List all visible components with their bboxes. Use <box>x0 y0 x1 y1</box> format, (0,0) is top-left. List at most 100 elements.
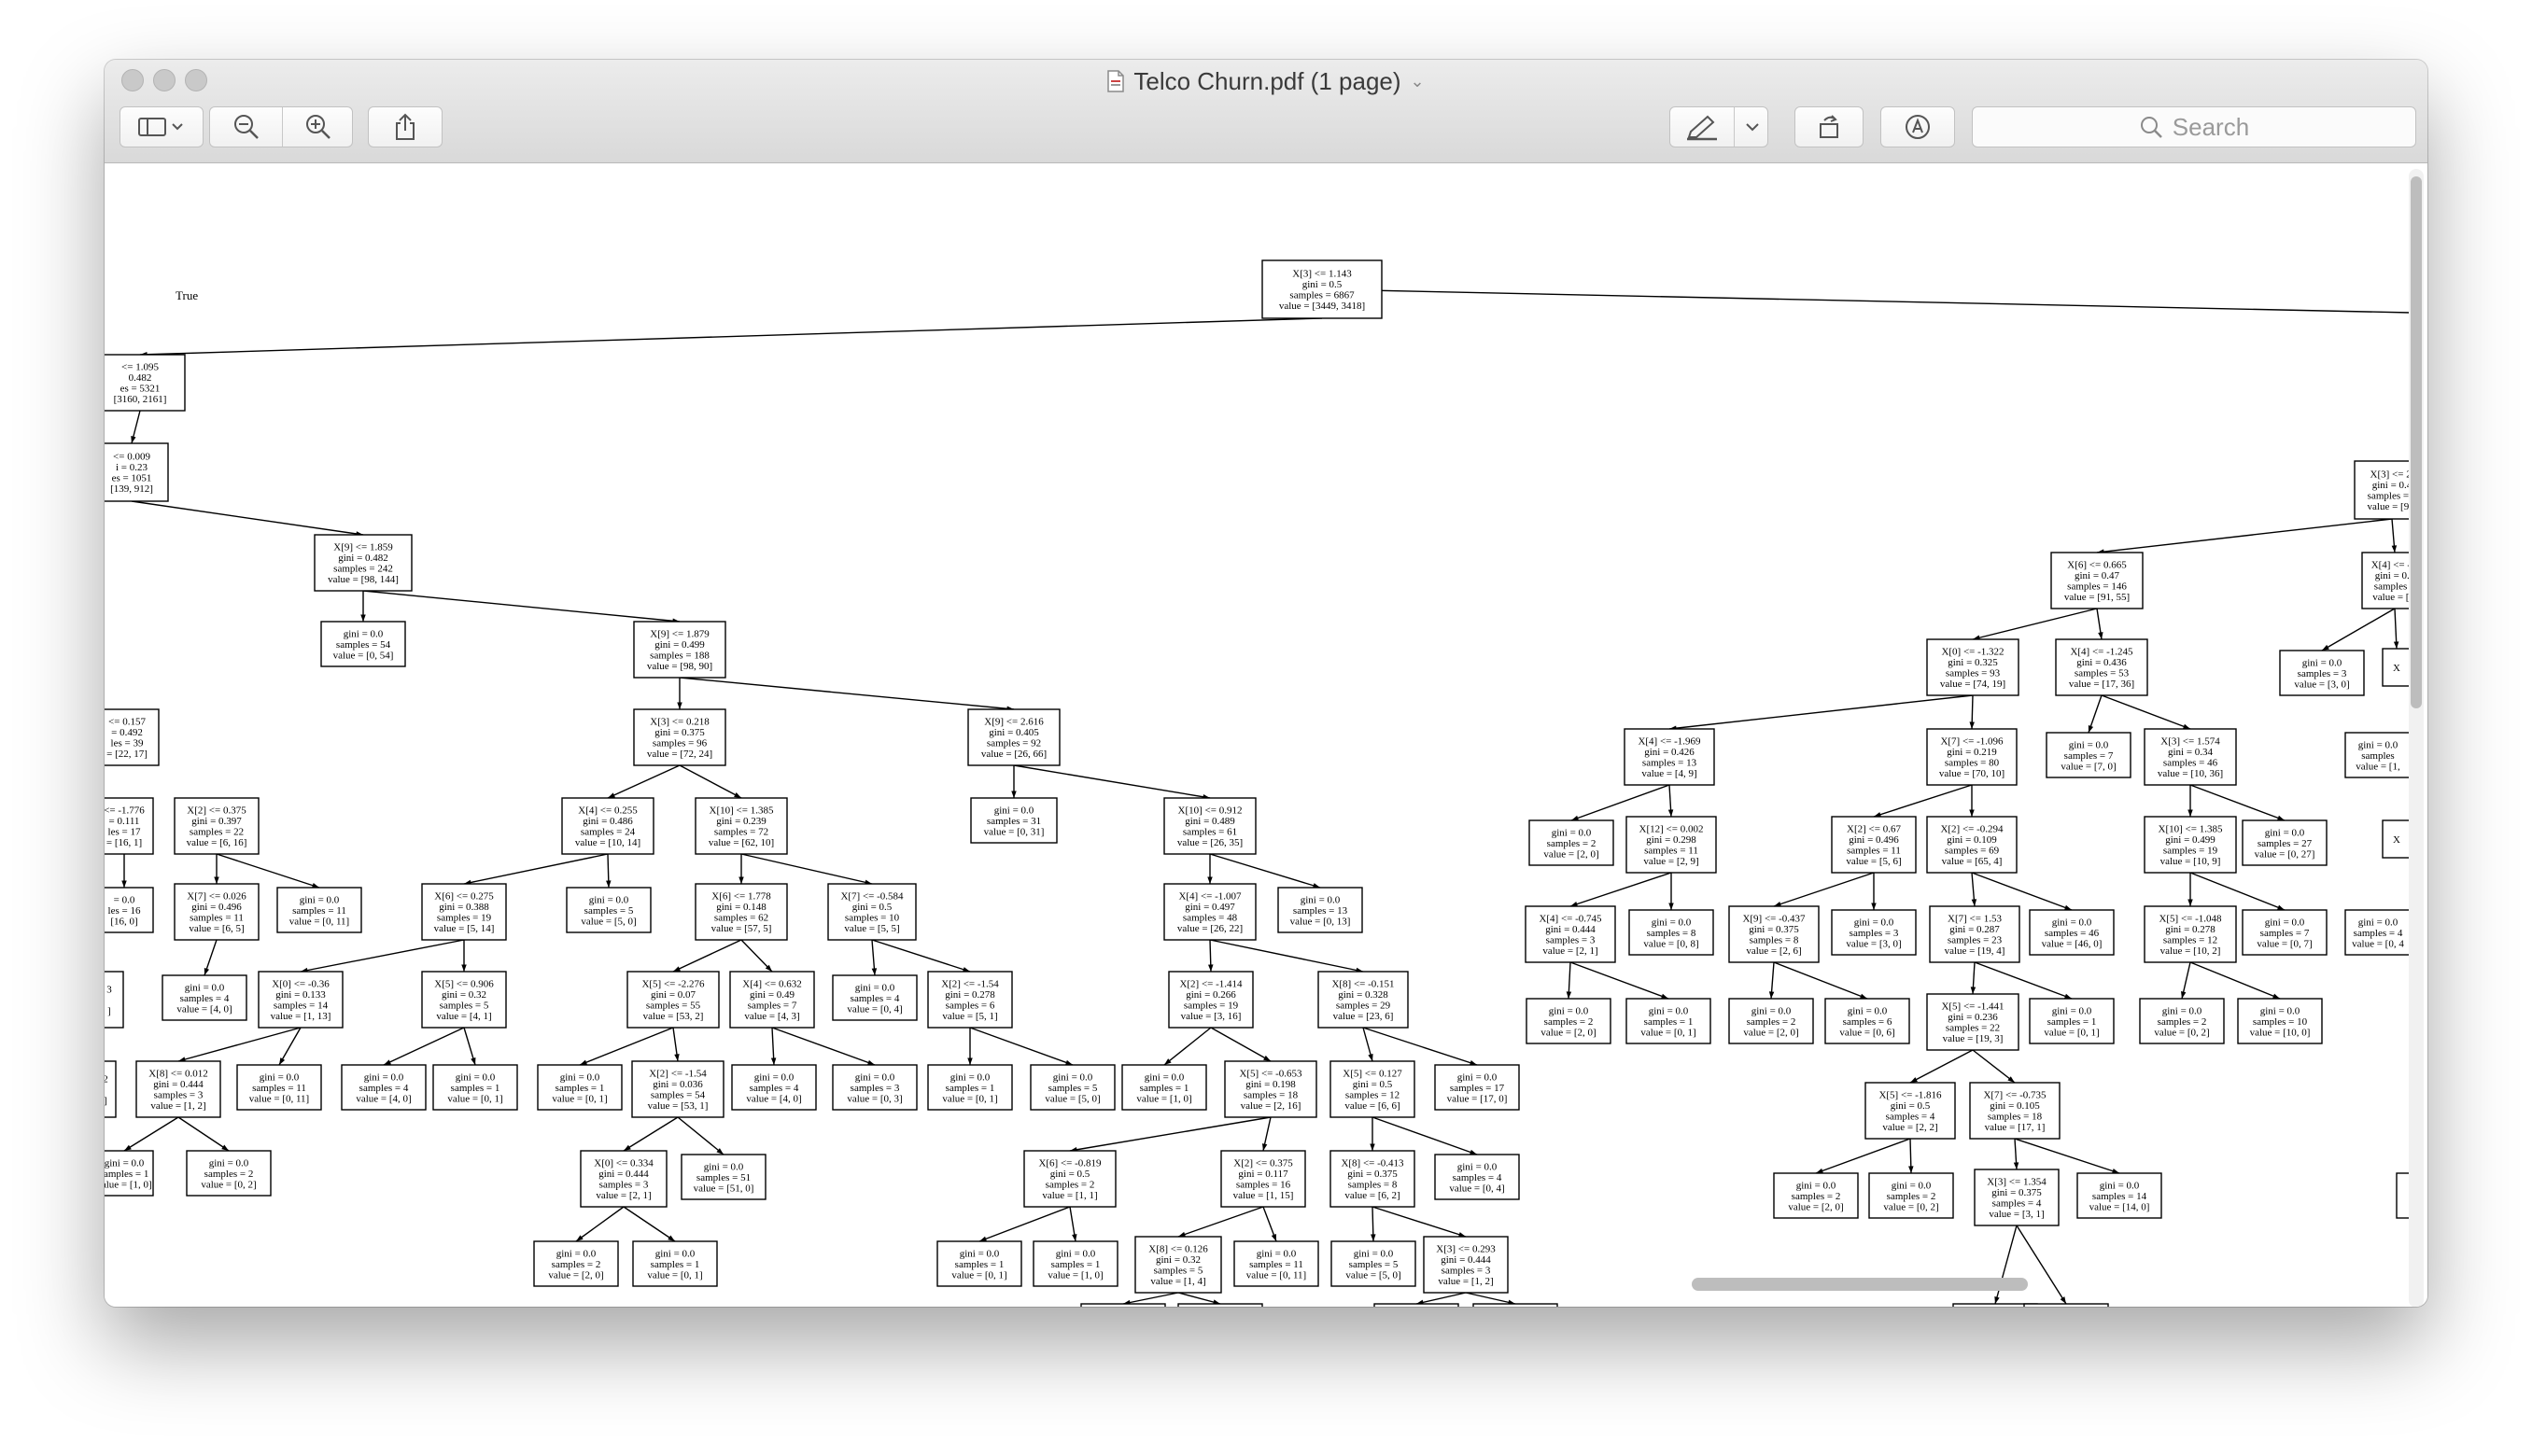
tree-node-text: samples = 4 <box>1886 1112 1935 1123</box>
tree-edge <box>623 1206 676 1242</box>
tree-node-box <box>1330 1240 1416 1287</box>
tree-node-text: samples = 19 <box>2163 846 2218 857</box>
tree-node-text: X[2] <= 0.375 <box>187 805 246 817</box>
tree-node-text: gini = 0.0 <box>2265 917 2305 928</box>
tree-node-text: X[5] <= -1.441 <box>1941 1001 2004 1013</box>
tree-node-box <box>2046 732 2131 778</box>
tree-node-box <box>105 354 186 412</box>
rotate-icon <box>1820 115 1838 138</box>
tree-node-text: gini = 0.0 <box>950 1071 991 1083</box>
window-title-area[interactable]: Telco Churn.pdf (1 page) ⌄ <box>105 65 2427 97</box>
tree-node-text: gini = 0.0 <box>2052 917 2092 928</box>
edge-arrowhead <box>770 1057 777 1065</box>
tree-node-text: value = [98, 90] <box>647 661 712 672</box>
tree-node-text: gini = 0.0 <box>2265 827 2305 838</box>
edge-arrowhead <box>1263 1055 1271 1061</box>
tree-node-text: value = [17, 36] <box>2069 679 2134 690</box>
tree-node-text: value = [62, 10] <box>709 837 774 848</box>
tree-node-box <box>631 1060 724 1118</box>
edge-arrowhead <box>1971 899 1977 906</box>
tree-edge <box>2096 518 2393 553</box>
tree-node-text: X[2] <= 0.375 <box>1233 1158 1293 1169</box>
title-bar: Telco Churn.pdf (1 page) ⌄ <box>105 60 2427 163</box>
vertical-scroll-thumb[interactable] <box>2411 176 2422 708</box>
tree-node-text: gini = 0.436 <box>2076 657 2127 668</box>
tree-node-box <box>162 974 247 1021</box>
tree-node-text: value = [2, 1] <box>596 1190 651 1201</box>
tree-node-text: value = [0, 4] <box>847 1003 902 1015</box>
rotate-button[interactable] <box>1794 106 1864 147</box>
tree-node-text: gini = 0.496 <box>1849 834 1899 846</box>
tree-edge <box>383 1027 465 1066</box>
tree-node-text: value = [65, 4] <box>1942 856 2003 867</box>
edge-arrowhead <box>221 1144 229 1151</box>
highlight-button[interactable] <box>1670 107 1734 147</box>
tree-edge <box>1815 1138 1911 1174</box>
tree-node-text: samples = 1 <box>105 1169 148 1180</box>
edge-arrowhead <box>1571 815 1579 821</box>
tree-node-text: value = [2, 1] <box>1542 945 1597 957</box>
markup-toolbar-button[interactable] <box>1880 106 1955 147</box>
tree-node-text: value = [91, 55] <box>2064 592 2130 603</box>
tree-node-text: value = [1, 2] <box>150 1100 205 1112</box>
tree-node-text: samples = 7 <box>748 1001 797 1012</box>
tree-node-text: gini = 0.5 <box>1302 279 1343 290</box>
tree-node-text: value = [1, 0] <box>105 1179 152 1190</box>
tree-node-text: [16, 0] <box>110 916 137 927</box>
edge-arrowhead <box>2088 725 2094 733</box>
close-window-button[interactable] <box>121 69 144 91</box>
edge-arrowhead <box>1370 1143 1375 1151</box>
tree-node-text: samples = 51 <box>696 1172 751 1183</box>
edge-arrowhead <box>1065 1059 1073 1066</box>
tree-node-text: = [16, 1] <box>106 837 142 848</box>
zoom-in-button[interactable] <box>283 107 354 147</box>
markup-dropdown-button[interactable] <box>1735 107 1769 147</box>
tree-node-box <box>1329 1060 1415 1118</box>
tree-node-box <box>1277 887 1363 933</box>
tree-node-box <box>236 1064 322 1111</box>
tree-node-text: value = [2, 0] <box>1743 1027 1798 1038</box>
minimize-window-button[interactable] <box>153 69 176 91</box>
horizontal-scroll-thumb[interactable] <box>1692 1278 2028 1291</box>
tree-node-text: gini = 0.298 <box>1646 834 1696 846</box>
edge-arrowhead <box>1470 1060 1477 1066</box>
tree-node-text: samples = 19 <box>1184 1001 1239 1012</box>
share-button[interactable] <box>368 106 443 147</box>
tree-node-text: X[9] <= 1.879 <box>650 629 710 640</box>
tree-node-text: value = [3, 0] <box>2294 679 2349 690</box>
markup-controls <box>1669 106 1768 147</box>
tree-node-text: = [22, 17] <box>106 749 148 760</box>
tree-node-text: value = [5, 0] <box>1045 1093 1100 1104</box>
edge-arrowhead <box>1994 1296 2000 1304</box>
tree-node-text: samples = 10 <box>845 913 900 924</box>
tree-node-text: gini = 0.489 <box>1185 816 1235 827</box>
tree-node-box <box>276 887 362 933</box>
tree-node-box <box>2050 552 2144 609</box>
search-icon <box>2140 117 2162 138</box>
edge-arrowhead <box>716 1148 724 1155</box>
tree-node-box <box>186 1150 272 1197</box>
tree-node-text: 3 <box>106 984 112 995</box>
edge-arrowhead <box>2322 644 2329 651</box>
zoom-out-button[interactable] <box>210 107 282 147</box>
zoom-window-button[interactable] <box>185 69 207 91</box>
tree-node-text: es = 5321 <box>120 384 161 395</box>
vertical-scrollbar[interactable] <box>2409 169 2424 1307</box>
tree-node-text: value = [6, 6] <box>1344 1100 1400 1112</box>
edge-arrowhead <box>606 880 612 888</box>
sidebar-toggle-button[interactable] <box>120 106 204 147</box>
edge-arrowhead <box>384 1059 391 1065</box>
edge-arrowhead <box>1368 1054 1373 1061</box>
title-chevron-down-icon[interactable]: ⌄ <box>1410 71 1425 91</box>
search-field[interactable]: Search <box>1972 106 2416 147</box>
tree-edge <box>1972 1049 2016 1084</box>
